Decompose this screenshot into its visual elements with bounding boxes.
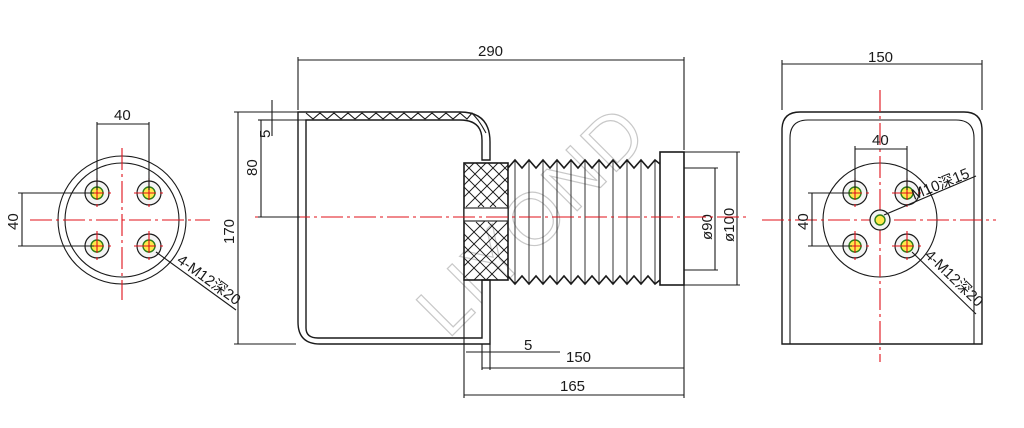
dim-top-offset: 80 <box>244 159 261 176</box>
bolt-hole <box>892 231 922 261</box>
dim-hole-spacing-v: 40 <box>795 213 812 230</box>
housing-top-pattern <box>305 112 487 134</box>
dim-wall: 5 <box>257 130 274 138</box>
dim-hole-spacing-h: 40 <box>872 132 889 149</box>
thread-note: 4-M12深20 <box>174 251 244 308</box>
dim-base-step: 5 <box>524 337 532 354</box>
dim-total-length: 290 <box>478 43 503 60</box>
dim-shed-length: 150 <box>566 349 591 366</box>
dim-bottom-length: 165 <box>560 378 585 395</box>
dim-outer-dia: ø100 <box>721 208 738 242</box>
left-end-view: 40 40 4-M12深20 <box>5 107 244 311</box>
dim-hole-spacing-h: 40 <box>114 107 131 124</box>
bolt-hole <box>892 178 922 208</box>
side-view: ø90 ø100 290 5 80 170 5 150 165 <box>221 43 750 398</box>
dim-hole-spacing-v: 40 <box>5 213 22 230</box>
bolt-hole <box>134 231 164 261</box>
insert-hatch <box>463 162 509 281</box>
center-hole <box>869 209 891 231</box>
shed-lines <box>514 160 656 284</box>
housing-body <box>297 111 491 345</box>
right-end-view: 150 40 40 M10深15 4-M12深20 <box>762 49 996 362</box>
dim-height: 170 <box>221 219 238 244</box>
dim-width: 150 <box>868 49 893 66</box>
dim-inner-dia: ø90 <box>699 214 716 240</box>
bolt-hole <box>840 178 870 208</box>
end-cap <box>659 151 685 286</box>
watermark: LIYOND <box>401 89 663 351</box>
